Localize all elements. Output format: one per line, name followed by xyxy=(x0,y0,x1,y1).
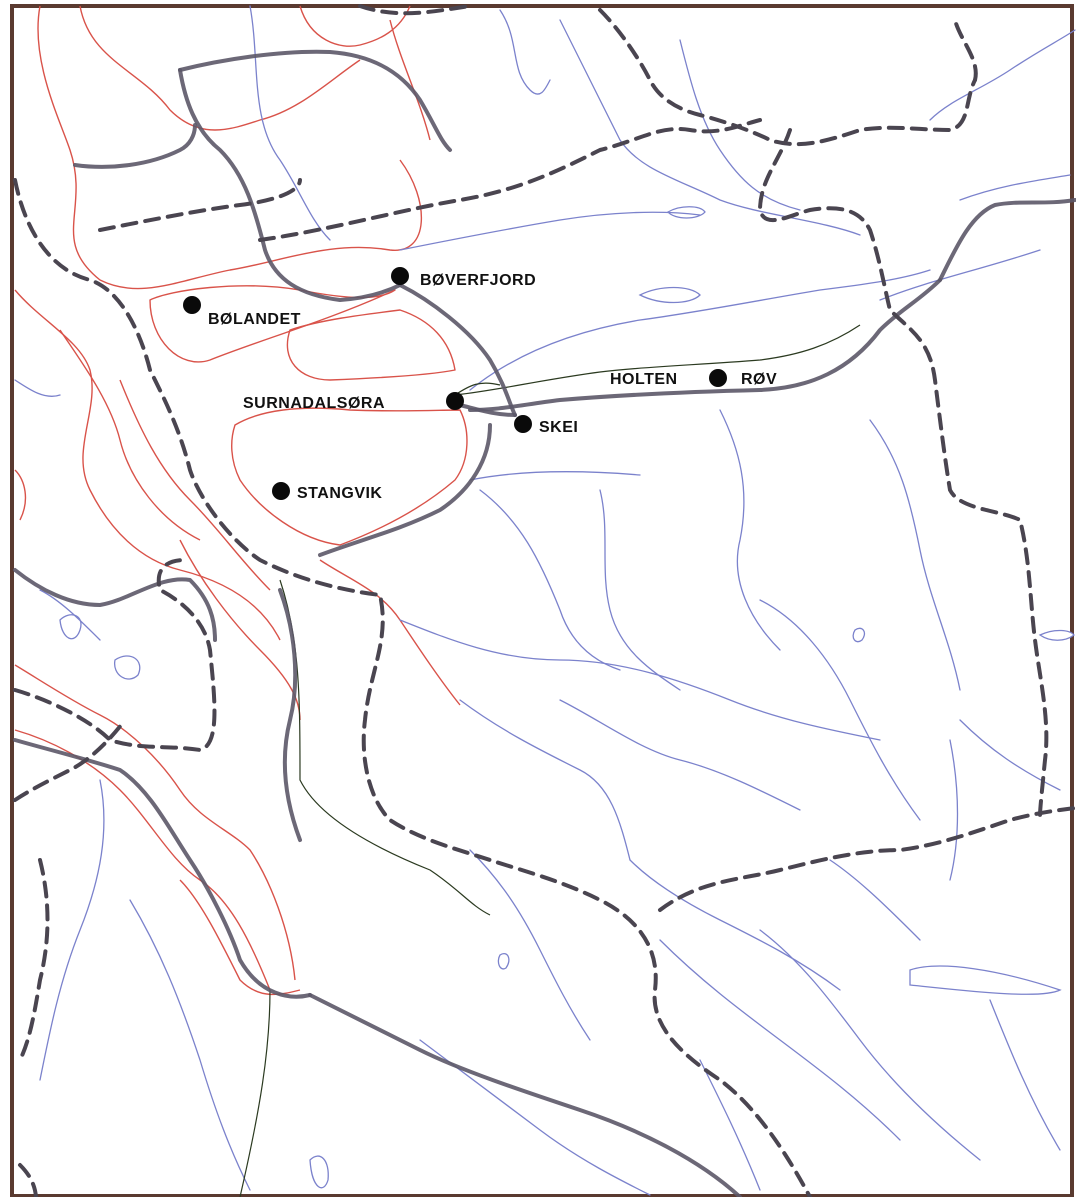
place-label-stangvik: STANGVIK xyxy=(297,485,382,502)
place-holten[interactable]: HOLTEN xyxy=(610,369,727,388)
railway xyxy=(239,324,861,1197)
place-bolandet[interactable]: BØLANDET xyxy=(183,296,301,328)
place-boverfjord[interactable]: BØVERFJORD xyxy=(391,267,536,289)
rivers xyxy=(14,5,1076,1196)
roads xyxy=(13,49,1076,1197)
contour-lines xyxy=(14,5,468,996)
place-label-rov: RØV xyxy=(741,371,777,388)
map-frame xyxy=(10,4,1074,1197)
lakes xyxy=(59,206,1075,1189)
place-label-boverfjord: BØVERFJORD xyxy=(420,272,536,289)
place-stangvik[interactable]: STANGVIK xyxy=(272,482,382,502)
place-dot-holten xyxy=(709,369,727,387)
place-surnadalsora[interactable]: SURNADALSØRA xyxy=(243,392,464,412)
place-label-skei: SKEI xyxy=(539,419,578,436)
place-dot-bolandet xyxy=(183,296,201,314)
place-dot-stangvik xyxy=(272,482,290,500)
place-dot-boverfjord xyxy=(391,267,409,285)
place-rov[interactable]: RØV xyxy=(741,371,777,388)
place-label-holten: HOLTEN xyxy=(610,371,678,388)
place-label-bolandet: BØLANDET xyxy=(208,311,301,328)
place-skei[interactable]: SKEI xyxy=(514,415,578,436)
place-label-surnadalsora: SURNADALSØRA xyxy=(243,395,385,412)
place-dot-surnadalsora xyxy=(446,392,464,410)
borders xyxy=(13,4,1076,1197)
place-dot-skei xyxy=(514,415,532,433)
